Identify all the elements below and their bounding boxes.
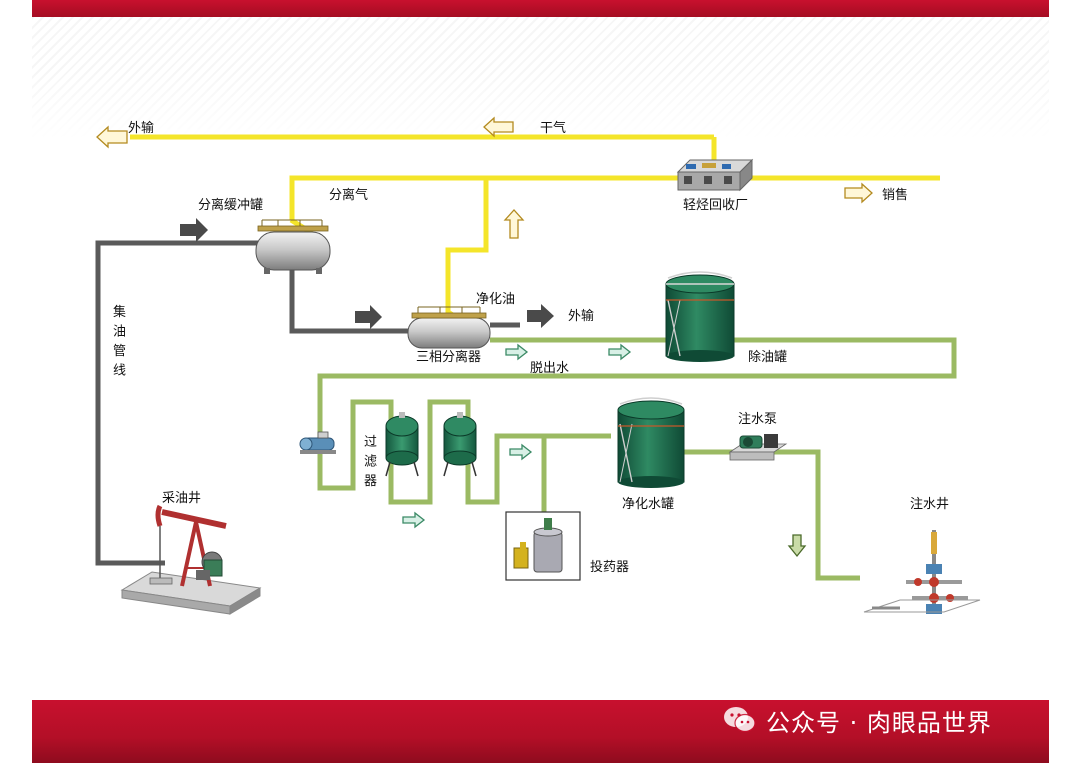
label-three-phase-separator: 三相分离器 [416, 349, 481, 365]
purified-water-tank [617, 397, 685, 488]
label-gathering-pipeline: 集油管线 [113, 304, 126, 379]
watermark: 公众号 · 肉眼品世界 [722, 703, 992, 737]
gathering-pipeline [95, 240, 258, 566]
label-injection-pump: 注水泵 [738, 412, 777, 427]
filter-vessel-2 [443, 412, 477, 477]
separated-gas-line [289, 175, 940, 220]
dosing-unit [505, 511, 581, 581]
label-export-oil: 外输 [568, 308, 594, 324]
arrow-left-export-icon [96, 125, 128, 149]
arrow-right-oil-icon-2 [355, 305, 382, 329]
arrow-down-injection-icon [787, 534, 807, 558]
watermark-text: 公众号 · 肉眼品世界 [766, 708, 992, 737]
bottom-red-band [32, 700, 1049, 763]
arrow-right-oil-icon-3 [527, 304, 554, 328]
three-phase-separator-vessel [407, 306, 491, 349]
arrow-right-water-icon-1 [505, 343, 529, 361]
arrow-right-oil-icon-1 [180, 218, 208, 242]
arrow-right-sales-icon [844, 182, 873, 204]
label-purified-oil: 净化油 [476, 292, 515, 307]
arrow-up-gas-icon [503, 209, 525, 239]
oil-pipelines [95, 240, 520, 566]
injection-pump [728, 434, 788, 461]
label-injection-well: 注水井 [910, 497, 949, 512]
gas-pipelines [130, 134, 940, 330]
label-sales: 销售 [882, 187, 908, 203]
label-removed-water: 脱出水 [530, 361, 569, 376]
label-dry-gas: 干气 [540, 120, 566, 136]
injection-wellhead [863, 530, 981, 614]
injection-line [684, 449, 860, 581]
labels: 外输 干气 分离气 轻烃回收厂 销售 分离缓冲罐 净化油 外输 三相分离器 脱出… [113, 120, 949, 575]
label-separated-gas: 分离气 [329, 187, 368, 203]
top-red-band [32, 0, 1049, 17]
label-filter: 过滤器 [364, 435, 377, 489]
arrow-right-water-icon-2 [608, 343, 632, 361]
label-export-gas: 外输 [128, 120, 154, 136]
label-buffer-separator: 分离缓冲罐 [198, 197, 263, 213]
feed-pump [299, 431, 336, 454]
wechat-icon [724, 707, 756, 733]
buffer-to-separator-line [289, 268, 408, 334]
light-hydrocarbon-plant [676, 158, 754, 192]
buffer-separator-vessel [255, 219, 331, 274]
label-oil-removal-tank: 除油罐 [748, 350, 787, 365]
arrow-right-water-icon-4 [402, 511, 426, 529]
oil-removal-tank [665, 271, 735, 362]
label-dosing-unit: 投药器 [590, 559, 629, 575]
separator-gas-riser [445, 178, 489, 315]
label-purified-water-tank: 净化水罐 [622, 497, 674, 512]
label-oil-well: 采油井 [162, 491, 201, 506]
flow-arrows [96, 116, 873, 558]
arrow-right-water-icon-3 [509, 443, 533, 461]
arrow-left-dry-gas-icon [483, 116, 514, 138]
oil-well-pumpjack [120, 504, 262, 615]
filter-vessel-1 [385, 412, 419, 477]
label-light-hydrocarbon-plant: 轻烃回收厂 [683, 198, 748, 213]
